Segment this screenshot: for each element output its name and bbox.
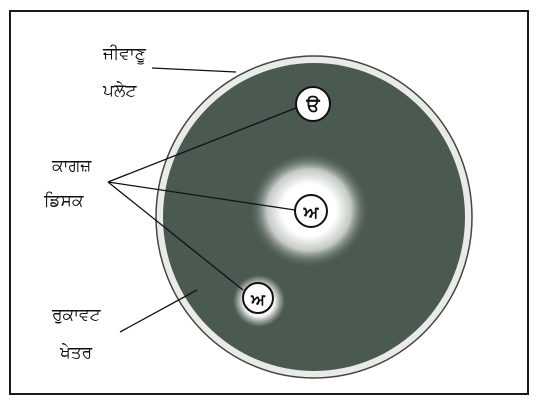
disc-label-top: ਕਾਗਜ਼ [51, 156, 92, 176]
plate-label-bottom: ਪਲੇਟ [102, 81, 137, 101]
disc-middle-label: ਅ [303, 203, 320, 223]
disc-top-label: ੳ [305, 95, 320, 116]
zone-label-top: ਰੁਕਾਵਟ [51, 305, 102, 325]
disc-label-bottom: ਡਿਸਕ [43, 191, 84, 211]
paper-disc-middle: ਅ [295, 195, 327, 227]
paper-disc-top: ੳ [296, 87, 330, 121]
disc-bottom-label: ਅ [250, 290, 266, 309]
zone-label-bottom: ਖੇਤਰ [59, 343, 93, 363]
plate-label-top: ਜੀਵਾਣੂ [102, 44, 147, 64]
paper-disc-bottom: ਅ [243, 283, 273, 313]
